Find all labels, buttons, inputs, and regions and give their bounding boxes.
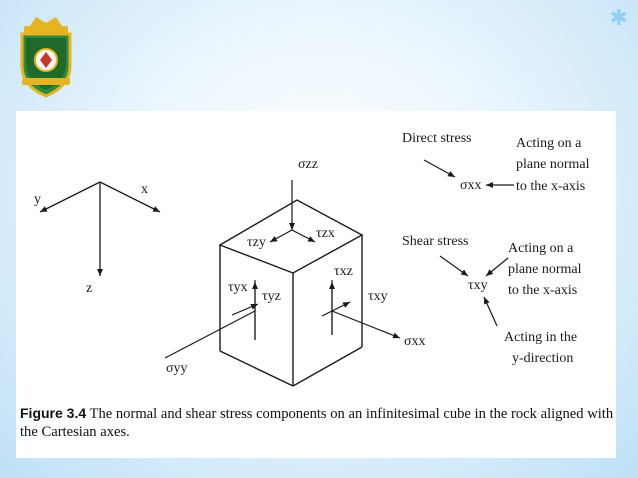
direct-desc-line-3: to the x-axis xyxy=(516,179,585,194)
label-sigma-yy: σyy xyxy=(166,361,188,376)
direct-stress-symbol: σxx xyxy=(460,178,482,193)
direct-desc-line-1: Acting on a xyxy=(516,136,582,151)
figure-caption: Figure 3.4 The normal and shear stress c… xyxy=(20,404,615,441)
label-tau-xz: τxz xyxy=(334,264,353,279)
star-icon: ✱ xyxy=(609,6,628,31)
coordinate-axes xyxy=(39,181,161,276)
axis-label-z: z xyxy=(86,281,92,296)
direct-stress-title: Direct stress xyxy=(402,131,472,146)
direct-desc-line-2: plane normal xyxy=(516,157,590,172)
figure-panel xyxy=(16,111,616,458)
cube xyxy=(218,199,364,387)
figure-label: Figure 3.4 xyxy=(20,405,87,421)
shear-dir-line-1: Acting in the xyxy=(504,330,577,345)
label-tau-xy: τxy xyxy=(368,289,388,304)
shear-desc-line-2: plane normal xyxy=(508,262,582,277)
axis-label-y: y xyxy=(34,192,41,207)
label-sigma-zz: σzz xyxy=(298,157,318,172)
stress-arrows xyxy=(164,180,401,359)
label-tau-yx: τyx xyxy=(228,280,248,295)
shear-desc-line-1: Acting on a xyxy=(508,241,574,256)
label-sigma-xx: σxx xyxy=(404,334,426,349)
label-tau-yz: τyz xyxy=(262,289,281,304)
caption-text: The normal and shear stress components o… xyxy=(20,406,614,440)
university-logo xyxy=(20,17,72,98)
shear-dir-line-2: y-direction xyxy=(512,351,573,366)
shear-stress-title: Shear stress xyxy=(402,234,469,249)
shear-stress-arrows xyxy=(439,255,509,327)
direct-stress-arrows xyxy=(423,159,514,188)
shear-stress-symbol: τxy xyxy=(468,278,488,293)
shear-desc-line-3: to the x-axis xyxy=(508,283,577,298)
label-tau-zy: τzy xyxy=(247,235,266,250)
axis-label-x: x xyxy=(141,182,148,197)
label-tau-zx: τzx xyxy=(316,226,335,241)
